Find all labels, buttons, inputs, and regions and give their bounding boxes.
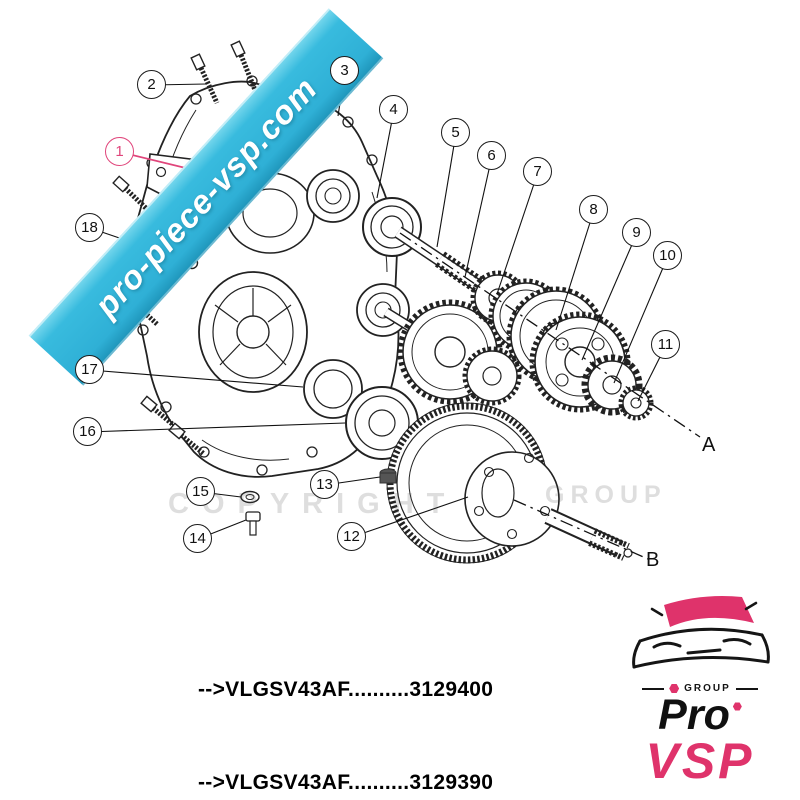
logo-group-label: GROUP (684, 683, 731, 694)
part-references: -->VLGSV43AF..........3129400 -->VLGSV43… (198, 612, 493, 800)
logo-vsp-text: VSP (645, 732, 755, 789)
callout-16: 16 (73, 417, 102, 446)
logo-pro-row: Pro (622, 691, 778, 739)
callout-2: 2 (137, 70, 166, 99)
logo-car-spacer (622, 582, 778, 682)
callout-18: 18 (75, 213, 104, 242)
axis-label-b: B (646, 549, 660, 571)
callout-15: 15 (186, 477, 215, 506)
logo-rule-right (735, 687, 758, 690)
part-ref-line-2: -->VLGSV43AF..........3129390 (198, 771, 494, 794)
callout-3: 3 (330, 56, 359, 85)
small-parts (240, 468, 397, 536)
logo-rule-left (642, 687, 665, 690)
axis-lines (399, 232, 701, 560)
callout-7: 7 (523, 157, 552, 186)
callout-12: 12 (337, 522, 366, 551)
logo-group-row: GROUP (622, 683, 778, 694)
watermark-group: GROUP (545, 481, 667, 509)
callout-5: 5 (441, 118, 470, 147)
gear-train (397, 270, 654, 421)
logo-pro-text: Pro (658, 691, 730, 739)
part-ref-line-1: -->VLGSV43AF..........3129400 (198, 678, 494, 701)
axis-label-a: A (702, 434, 716, 456)
callout-8: 8 (579, 195, 608, 224)
callout-14: 14 (183, 524, 212, 553)
provsp-logo: GROUP Pro VSP (622, 582, 778, 786)
pro-dot-icon (732, 702, 742, 711)
callout-1: 1 (105, 137, 134, 166)
callout-11: 11 (651, 330, 680, 359)
callout-10: 10 (653, 241, 682, 270)
callout-13: 13 (310, 470, 339, 499)
callout-4: 4 (379, 95, 408, 124)
callout-6: 6 (477, 141, 506, 170)
callout-17: 17 (75, 355, 104, 384)
logo-car-icon (632, 596, 770, 669)
callout-9: 9 (622, 218, 651, 247)
differential-assembly (386, 402, 633, 564)
hexagon-icon (669, 684, 680, 693)
